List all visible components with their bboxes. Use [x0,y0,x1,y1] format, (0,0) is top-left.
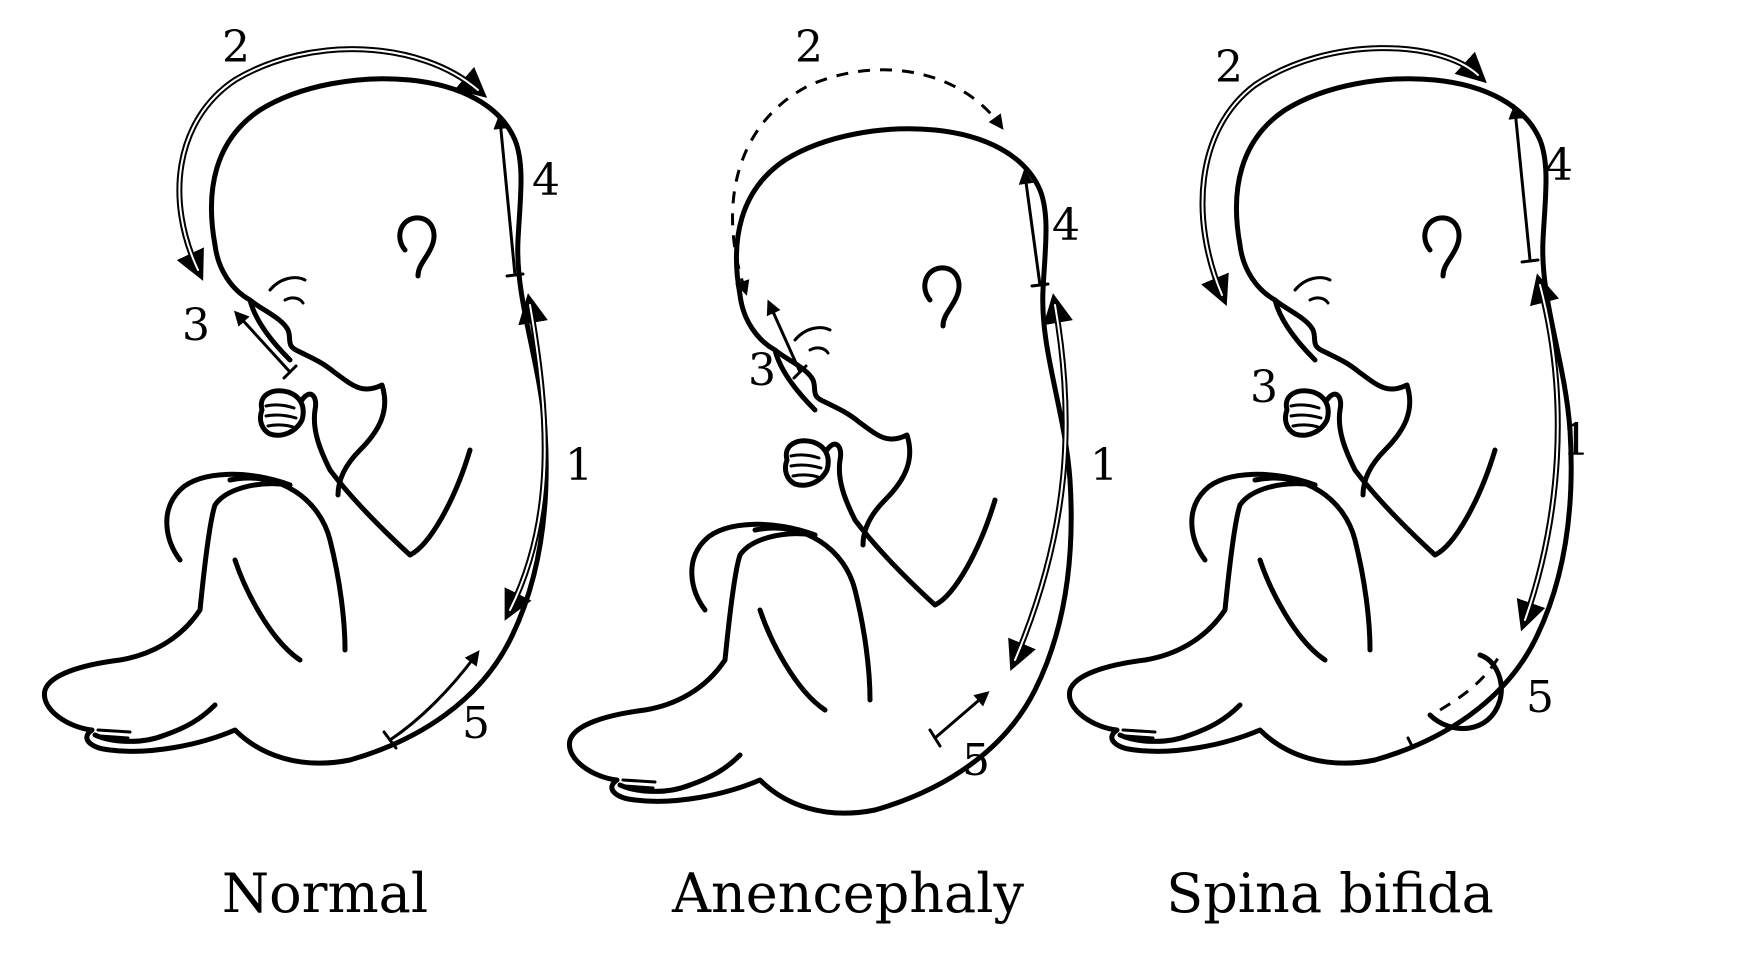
site-label-2: 2 [795,22,823,73]
site-label-4: 4 [1545,140,1573,191]
site-label-5: 5 [1526,672,1554,723]
site-label-2: 2 [222,22,250,73]
caption-anencephaly: Anencephaly [671,862,1025,925]
site-label-1: 1 [1090,440,1118,491]
panel-anencephaly: 2 4 3 1 5 Anencephaly [569,22,1118,925]
panel-spina-bifida: 2 4 3 1 5 Spina bifida [1069,42,1590,925]
site-label-3: 3 [182,300,210,351]
site-label-3: 3 [748,345,776,396]
site-label-2: 2 [1215,42,1243,93]
caption-spina-bifida: Spina bifida [1166,862,1494,925]
site-label-4: 4 [1052,200,1080,251]
panel-normal: 2 4 3 1 5 Normal [44,22,593,925]
site-label-3: 3 [1250,362,1278,413]
site-label-1: 1 [565,440,593,491]
site-label-5: 5 [962,735,990,786]
site-label-5: 5 [462,698,490,749]
caption-normal: Normal [222,862,428,925]
site-label-1: 1 [1562,415,1590,466]
site-label-4: 4 [532,155,560,206]
